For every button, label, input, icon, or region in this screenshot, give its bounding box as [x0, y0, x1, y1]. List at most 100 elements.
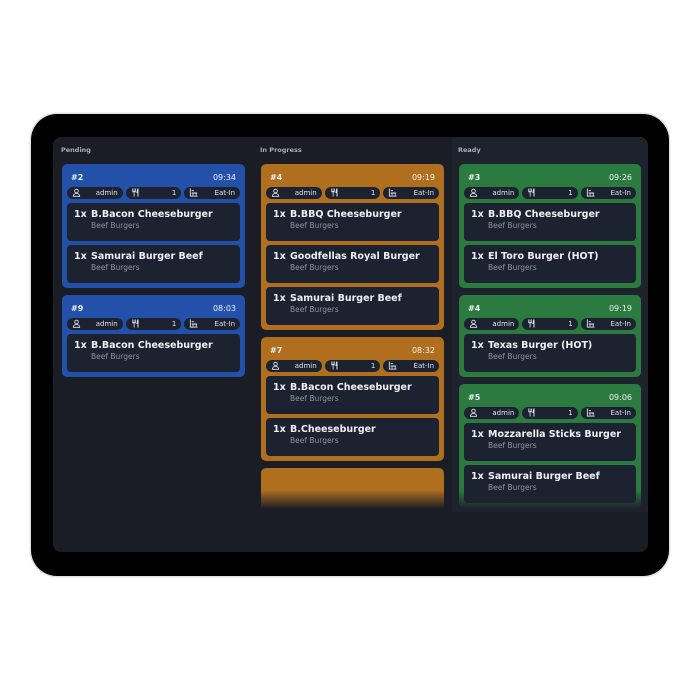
- order-type: Eat-In: [610, 320, 631, 328]
- utensils-icon: [527, 318, 536, 330]
- order-type-pill: Eat-In: [580, 407, 636, 419]
- order-time: 08:03: [212, 304, 236, 313]
- scroll-fade: [254, 490, 451, 512]
- order-list[interactable]: #4 09:19 admin 1 Eat-In 1x B.BBQ Cheesebur…: [254, 155, 451, 512]
- order-type-pill: Eat-In: [383, 360, 440, 372]
- order-type-pill: Eat-In: [580, 318, 636, 330]
- table-icon: [586, 407, 595, 419]
- utensils-icon: [527, 407, 536, 419]
- order-type-pill: Eat-In: [184, 187, 241, 199]
- utensils-icon: [527, 187, 536, 199]
- item-name: B.BBQ Cheeseburger: [290, 209, 402, 220]
- order-card[interactable]: #7 08:32 admin 1 Eat-In 1x B.Bacon Cheeseb…: [261, 337, 444, 461]
- user-name: admin: [95, 189, 118, 197]
- user-name: admin: [95, 320, 118, 328]
- user-icon: [469, 408, 478, 419]
- guest-count: 1: [568, 189, 573, 197]
- item-name: El Toro Burger (HOT): [488, 251, 599, 262]
- item-quantity: 1x: [471, 209, 484, 220]
- item-category: Beef Burgers: [290, 305, 339, 314]
- table-icon: [586, 318, 595, 330]
- user-name: admin: [492, 189, 515, 197]
- item-quantity: 1x: [74, 340, 87, 351]
- order-type: Eat-In: [610, 409, 631, 417]
- guest-count: 1: [171, 189, 177, 197]
- item-name: B.Bacon Cheeseburger: [290, 382, 412, 393]
- order-time: 09:19: [411, 173, 435, 182]
- table-icon: [586, 187, 595, 199]
- user-icon: [72, 188, 81, 199]
- item-name: B.BBQ Cheeseburger: [488, 209, 600, 220]
- table-icon: [388, 360, 397, 372]
- user-pill: admin: [464, 318, 520, 330]
- item-name: B.Cheeseburger: [290, 424, 376, 435]
- guests-pill: 1: [522, 407, 578, 419]
- order-number: #7: [270, 346, 283, 355]
- item-category: Beef Burgers: [488, 221, 537, 230]
- guests-pill: 1: [324, 360, 381, 372]
- item-name: B.Bacon Cheeseburger: [91, 209, 213, 220]
- item-quantity: 1x: [471, 251, 484, 262]
- item-quantity: 1x: [471, 340, 484, 351]
- order-type: Eat-In: [214, 320, 236, 328]
- order-type-pill: Eat-In: [383, 187, 440, 199]
- user-pill: admin: [266, 360, 322, 372]
- utensils-icon: [330, 360, 339, 372]
- item-name: Mozzarella Sticks Burger: [488, 429, 621, 440]
- user-icon: [271, 361, 280, 372]
- order-number: #2: [71, 173, 84, 182]
- user-pill: admin: [67, 318, 123, 330]
- table-icon: [189, 187, 198, 199]
- user-name: admin: [294, 362, 317, 370]
- user-pill: admin: [67, 187, 123, 199]
- order-number: #4: [270, 173, 283, 182]
- user-name: admin: [294, 189, 317, 197]
- order-type: Eat-In: [413, 362, 435, 370]
- order-time: 09:19: [608, 304, 632, 313]
- user-icon: [469, 188, 478, 199]
- item-quantity: 1x: [273, 251, 286, 262]
- scroll-fade: [55, 490, 252, 512]
- item-quantity: 1x: [74, 209, 87, 220]
- order-number: #3: [468, 173, 481, 182]
- order-time: 08:32: [411, 346, 435, 355]
- utensils-icon: [131, 318, 140, 330]
- utensils-icon: [131, 187, 140, 199]
- item-name: Samurai Burger Beef: [290, 293, 402, 304]
- order-type: Eat-In: [610, 189, 631, 197]
- item-quantity: 1x: [273, 424, 286, 435]
- item-category: Beef Burgers: [91, 352, 140, 361]
- guest-count: 1: [171, 320, 177, 328]
- item-category: Beef Burgers: [91, 221, 140, 230]
- item-quantity: 1x: [273, 209, 286, 220]
- utensils-icon: [330, 187, 339, 199]
- item-category: Beef Burgers: [290, 263, 339, 272]
- order-time: 09:06: [608, 393, 632, 402]
- item-quantity: 1x: [273, 382, 286, 393]
- guest-count: 1: [568, 320, 573, 328]
- user-name: admin: [492, 320, 515, 328]
